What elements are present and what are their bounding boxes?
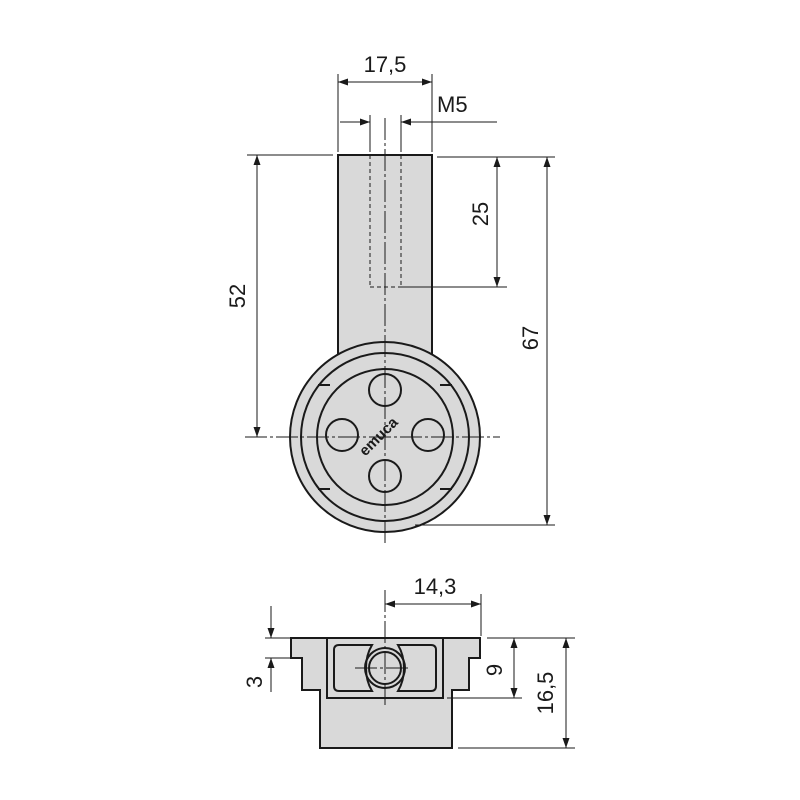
dim-center-height: 52 — [225, 284, 250, 308]
top-view: emuca 17,5 M5 52 25 67 — [225, 52, 555, 545]
dim-total-depth: 16,5 — [533, 672, 558, 715]
hole-right — [411, 418, 445, 452]
dim-center-depth: 9 — [482, 664, 507, 676]
dim-total-height: 67 — [518, 326, 543, 350]
dim-width: 17,5 — [364, 52, 407, 77]
hole-left — [325, 418, 359, 452]
dim-thread-depth: 25 — [468, 202, 493, 226]
side-view: 14,3 3 9 16,5 — [242, 574, 575, 749]
dim-thread: M5 — [437, 92, 468, 117]
dim-flange: 3 — [242, 676, 267, 688]
dim-center-offset: 14,3 — [414, 574, 457, 599]
